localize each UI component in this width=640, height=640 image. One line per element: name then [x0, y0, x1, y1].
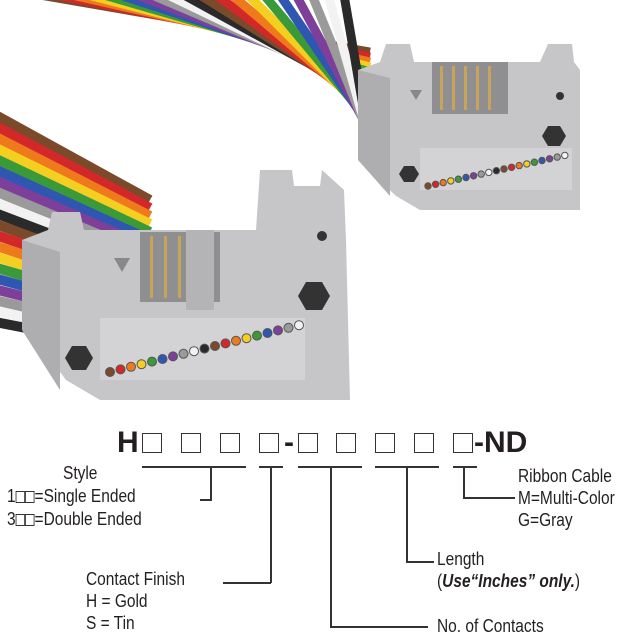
wire-end	[431, 180, 440, 189]
wire-end	[199, 343, 210, 354]
wire-end	[538, 156, 546, 165]
wire-end	[454, 175, 463, 183]
wire-end	[147, 356, 157, 367]
wire-end	[210, 341, 220, 351]
wire-end	[439, 178, 447, 187]
wire-end	[447, 177, 455, 185]
finish-leader	[223, 582, 271, 584]
part-number-box	[375, 433, 395, 453]
wire-end	[105, 367, 115, 377]
ribbon-cable-multicolor: M=Multi-Color	[518, 488, 615, 508]
wire-end	[178, 348, 189, 359]
wire-end	[545, 155, 554, 163]
style-title: Style	[63, 463, 98, 483]
wire-end	[492, 167, 501, 175]
wire-end	[252, 330, 262, 341]
ribbon-leader	[463, 497, 515, 499]
ribbon-wire	[0, 144, 153, 229]
wire-end	[283, 322, 294, 333]
ribbon-cable-title: Ribbon Cable	[518, 466, 612, 486]
contact-finish-title: Contact Finish	[86, 569, 185, 589]
wire-end	[273, 325, 283, 336]
part-number-box	[414, 433, 434, 453]
ribbon-wire	[0, 133, 153, 221]
part-number-box	[259, 433, 279, 453]
part-number-box	[181, 433, 201, 453]
ribbon-cable-top	[42, 0, 375, 148]
part-number-separator: -	[284, 426, 294, 459]
wire-end	[424, 182, 432, 190]
wire-end	[189, 346, 199, 357]
wire-end	[477, 170, 485, 178]
wire-end	[241, 333, 252, 344]
style-option-single: 1=Single Ended	[7, 486, 136, 506]
ribbon-cable-gray: G=Gray	[518, 510, 573, 530]
length-leader	[406, 561, 434, 563]
wire-end	[523, 160, 531, 168]
wire-end	[469, 172, 478, 180]
wire-end	[507, 163, 516, 172]
wire-end	[530, 158, 539, 166]
right-connector	[358, 44, 580, 210]
ribbon-cable-assembly-photo	[0, 0, 580, 400]
style-option-double: 3=Double Ended	[7, 509, 142, 529]
length-note: (Use“Inches” only.)	[437, 571, 581, 591]
wire-end	[157, 354, 168, 364]
wire-end	[220, 338, 231, 349]
wire-end	[115, 364, 126, 375]
part-number-box	[298, 433, 318, 453]
style-leader	[210, 466, 212, 500]
contact-finish-tin: S = Tin	[86, 613, 135, 633]
contacts-title: No. of Contacts	[437, 616, 544, 636]
part-number-box	[453, 433, 473, 453]
contacts-leader	[330, 466, 332, 627]
left-connector	[22, 170, 350, 400]
style-underline	[142, 466, 246, 468]
ribbon-underline	[453, 466, 477, 468]
ribbon-wire	[0, 166, 153, 245]
style-leader	[200, 499, 212, 501]
wire-end	[500, 165, 508, 173]
wire-end	[136, 359, 147, 370]
wire-end	[515, 161, 523, 170]
ribbon-wire	[0, 122, 153, 213]
part-number-prefix: H	[117, 426, 139, 459]
part-number-box	[220, 433, 240, 453]
wire-end	[294, 320, 304, 331]
part-number-suffix: -ND	[474, 426, 528, 459]
wire-end	[262, 328, 273, 338]
ribbon-wire	[0, 155, 153, 237]
wire-end	[553, 153, 561, 161]
contacts-leader	[330, 626, 428, 628]
wire-end	[126, 361, 136, 372]
finish-leader	[270, 466, 272, 583]
ribbon-wire	[0, 111, 153, 205]
part-number-box	[142, 433, 162, 453]
wire-end	[462, 173, 470, 182]
wire-end	[561, 151, 569, 160]
contact-finish-gold: H = Gold	[86, 591, 148, 611]
wire-end	[485, 168, 493, 177]
length-leader	[406, 466, 408, 562]
length-title: Length	[437, 549, 485, 569]
wire-end	[168, 351, 178, 362]
wire-end	[231, 335, 241, 346]
ribbon-leader	[463, 466, 465, 498]
part-number-box	[336, 433, 356, 453]
